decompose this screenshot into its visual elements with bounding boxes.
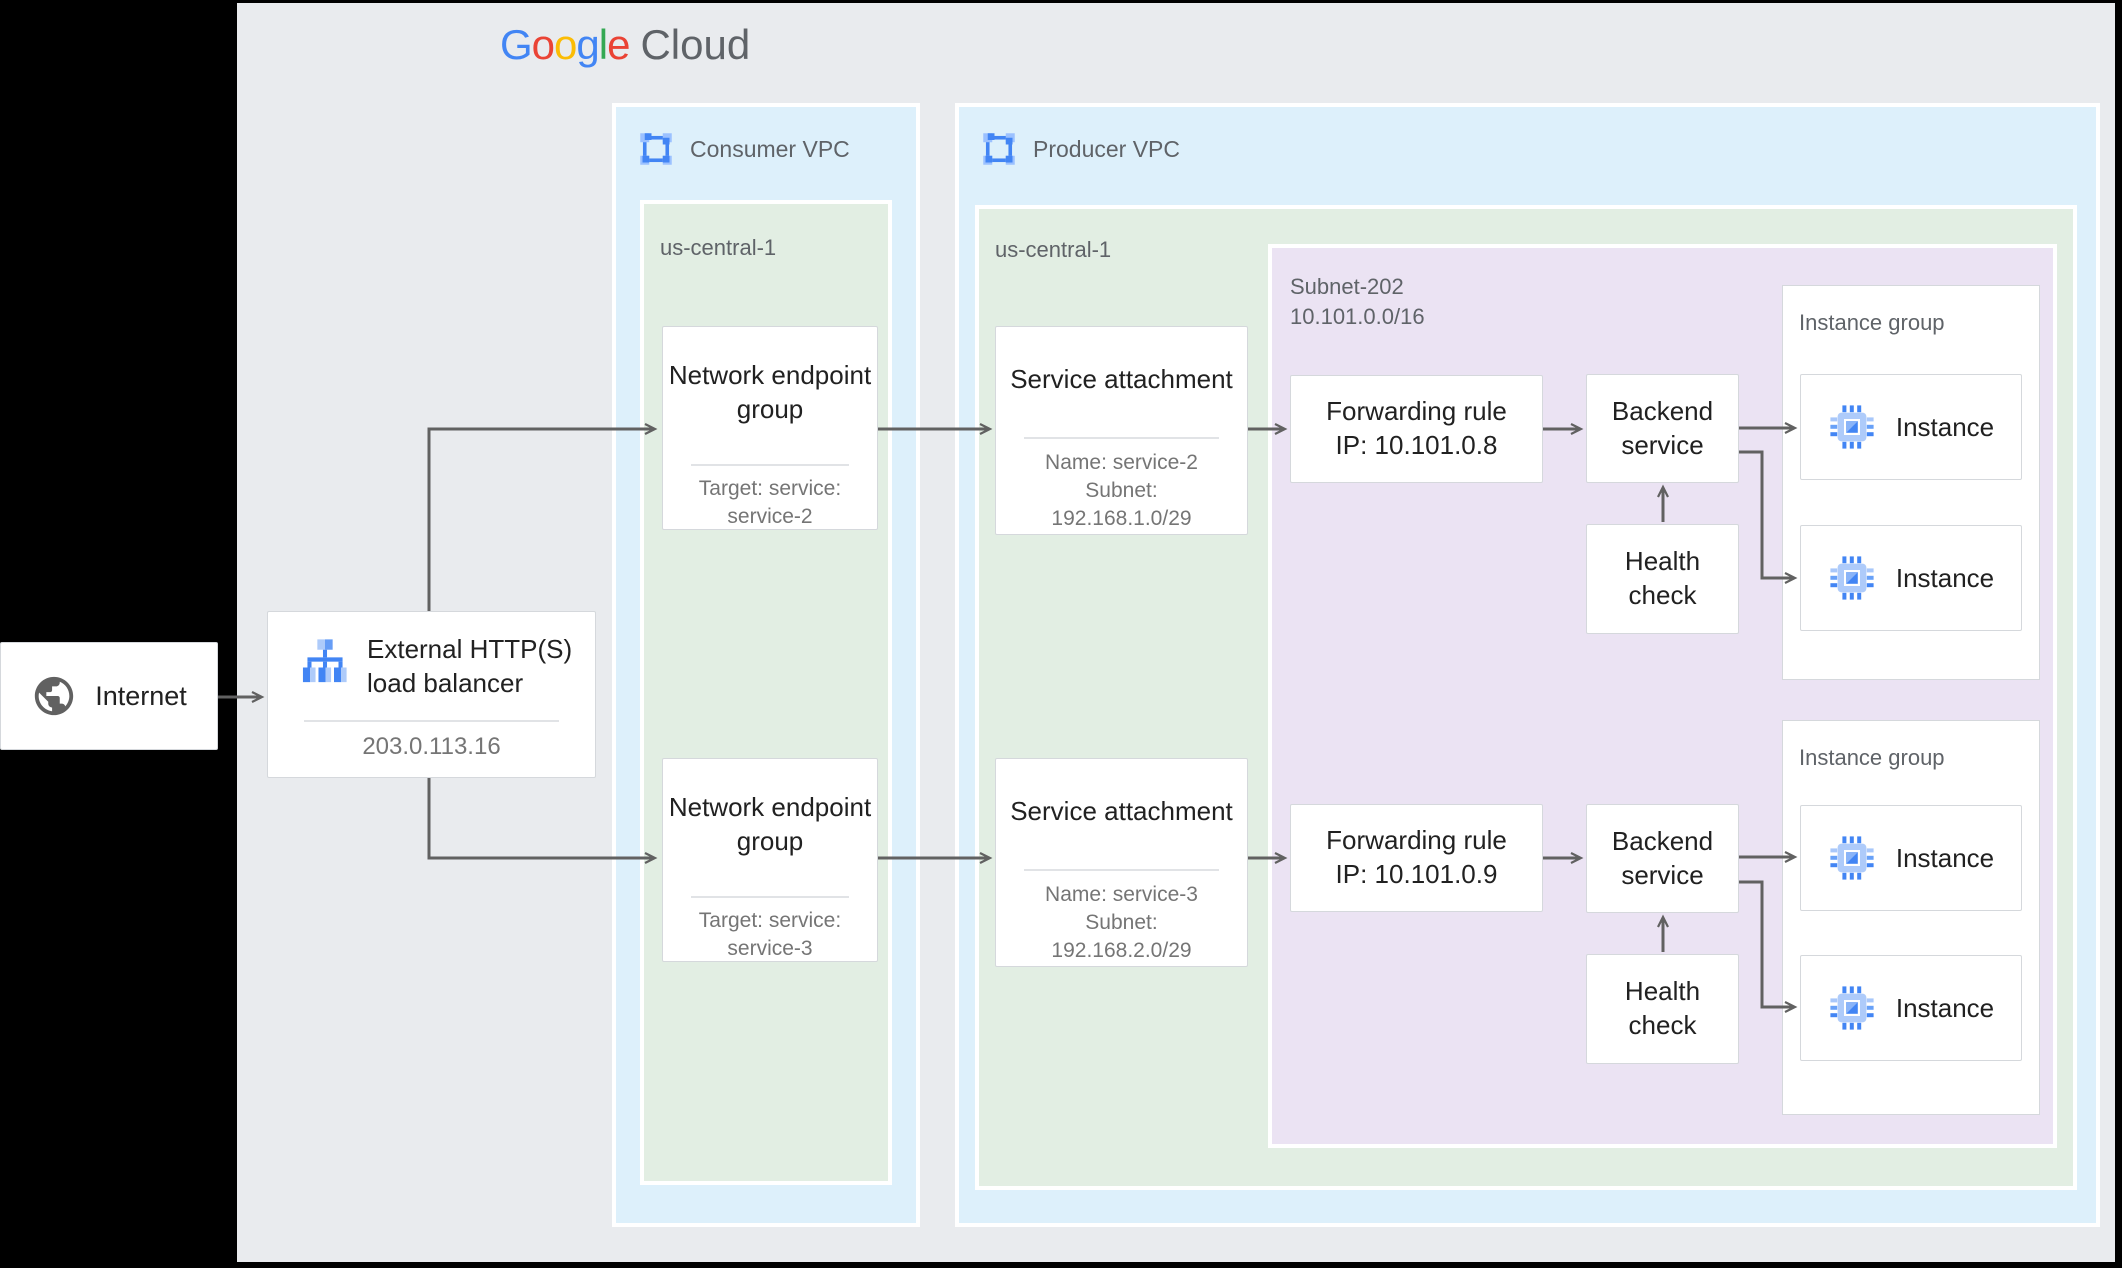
- divider: [691, 464, 849, 466]
- instance-3-label: Instance: [1895, 842, 1995, 873]
- instance-4: Instance: [1800, 955, 2022, 1061]
- forwarding-rule-1: Forwarding rule IP: 10.101.0.8: [1290, 375, 1543, 483]
- logo-letter: o: [554, 21, 577, 68]
- hc-2-label: Health check: [1624, 976, 1701, 1040]
- compute-chip-icon: [1830, 836, 1874, 880]
- producer-vpc-box: Producer VPC us-central-1 Service attach…: [955, 103, 2100, 1227]
- sa-2-name: Name: service-3: [1045, 883, 1198, 906]
- hc-1-label: Health check: [1624, 546, 1701, 610]
- neg-1-target-line1: Target: service:: [698, 477, 842, 500]
- subnet-name: Subnet-202: [1290, 274, 1404, 299]
- logo-letter: g: [576, 21, 599, 68]
- instance-1-label: Instance: [1895, 411, 1995, 442]
- subnet-202-box: Subnet-202 10.101.0.0/16 Forwarding rule…: [1268, 244, 2057, 1148]
- sa-1-subnet-cidr: 192.168.1.0/29: [1051, 506, 1192, 530]
- ig-1-label: Instance group: [1799, 310, 1945, 335]
- globe-icon: [35, 676, 74, 716]
- consumer-vpc-header: Consumer VPC: [638, 131, 850, 167]
- network-endpoint-group-2: Network endpoint group Target: service: …: [662, 758, 878, 962]
- fr-2-title: Forwarding rule: [1326, 825, 1507, 856]
- subnet-cidr: 10.101.0.0/16: [1290, 303, 1425, 329]
- vpc-network-icon: [638, 131, 674, 167]
- load-balancer-ip: 203.0.113.16: [362, 733, 501, 760]
- compute-chip-icon: [1830, 405, 1874, 449]
- health-check-2: Health check: [1586, 954, 1739, 1064]
- divider: [1024, 437, 1219, 439]
- divider: [691, 896, 849, 898]
- sa-1-name: Name: service-2: [1045, 451, 1198, 474]
- consumer-vpc-box: Consumer VPC us-central-1 Network endpoi…: [612, 103, 920, 1227]
- producer-region-box: us-central-1 Service attachment Name: se…: [975, 205, 2077, 1190]
- service-attachment-2: Service attachment Name: service-3 Subne…: [995, 758, 1248, 967]
- instance-group-1: Instance group Instance Instance: [1782, 285, 2040, 680]
- fr-1-ip: IP: 10.101.0.8: [1335, 430, 1498, 460]
- instance-1: Instance: [1800, 374, 2022, 480]
- internet-box: Internet: [0, 642, 218, 750]
- neg-2-target-line1: Target: service:: [698, 909, 842, 932]
- bs-1-label: Backend service: [1611, 395, 1714, 460]
- instance-group-2: Instance group Instance Instance: [1782, 720, 2040, 1115]
- producer-vpc-title: Producer VPC: [1033, 135, 1181, 162]
- logo-cloud-text: Cloud: [640, 21, 751, 68]
- health-check-1: Health check: [1586, 524, 1739, 634]
- logo-letter: o: [531, 21, 555, 68]
- producer-vpc-header: Producer VPC: [981, 131, 1180, 167]
- load-balancer-title: External HTTP(S) load balancer: [367, 634, 573, 698]
- instance-2-label: Instance: [1895, 562, 1995, 593]
- ig-2-label: Instance group: [1799, 745, 1945, 770]
- producer-region-label: us-central-1: [995, 237, 1112, 262]
- logo-letter: l: [598, 21, 608, 68]
- neg-2-title: Network endpoint group: [668, 792, 872, 856]
- consumer-region-label: us-central-1: [660, 235, 777, 260]
- sa-2-subnet-label: Subnet:: [1085, 910, 1158, 934]
- load-balancer-icon: [302, 639, 347, 683]
- sa-1-subnet-label: Subnet:: [1085, 478, 1158, 502]
- sa-2-title: Service attachment: [1010, 795, 1233, 826]
- backend-service-1: Backend service: [1586, 374, 1739, 483]
- forwarding-rule-2: Forwarding rule IP: 10.101.0.9: [1290, 804, 1543, 912]
- consumer-region-box: us-central-1 Network endpoint group Targ…: [640, 200, 892, 1185]
- bs-2-label: Backend service: [1611, 825, 1714, 890]
- divider: [304, 720, 559, 722]
- instance-2: Instance: [1800, 525, 2022, 631]
- neg-1-target-line2: service-2: [727, 504, 813, 528]
- compute-chip-icon: [1830, 986, 1874, 1030]
- backend-service-2: Backend service: [1586, 804, 1739, 913]
- compute-chip-icon: [1830, 556, 1874, 600]
- sa-1-title: Service attachment: [1010, 363, 1233, 394]
- consumer-vpc-title: Consumer VPC: [690, 135, 850, 162]
- vpc-network-icon: [981, 131, 1017, 167]
- divider: [1024, 869, 1219, 871]
- logo-letter: e: [607, 21, 630, 68]
- service-attachment-1: Service attachment Name: service-2 Subne…: [995, 326, 1248, 535]
- instance-3: Instance: [1800, 805, 2022, 911]
- load-balancer-box: External HTTP(S) load balancer 203.0.113…: [267, 611, 596, 778]
- fr-2-ip: IP: 10.101.0.9: [1335, 859, 1498, 889]
- instance-4-label: Instance: [1895, 992, 1995, 1023]
- internet-label: Internet: [95, 680, 187, 711]
- subnet-label: Subnet-202 10.101.0.0/16: [1290, 272, 1425, 331]
- network-endpoint-group-1: Network endpoint group Target: service: …: [662, 326, 878, 530]
- neg-2-target-line2: service-3: [727, 936, 813, 960]
- fr-1-title: Forwarding rule: [1326, 396, 1507, 427]
- sa-2-subnet-cidr: 192.168.2.0/29: [1051, 938, 1192, 962]
- neg-1-title: Network endpoint group: [668, 360, 872, 424]
- logo-letter: G: [500, 21, 533, 68]
